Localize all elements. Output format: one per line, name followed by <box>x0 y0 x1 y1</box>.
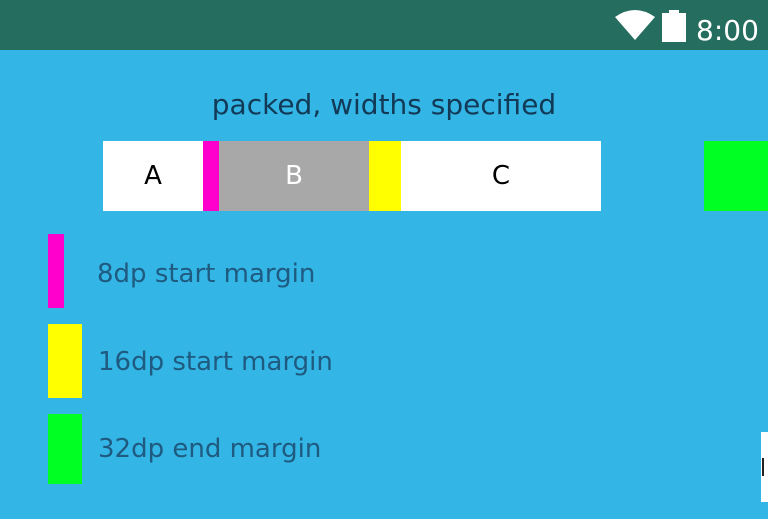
legend-label-32dp: 32dp end margin <box>98 434 322 464</box>
offscreen-card-mark <box>762 458 764 476</box>
legend-swatch-green <box>48 414 82 484</box>
legend-swatch-yellow <box>48 324 82 398</box>
end-margin-32dp <box>704 141 768 211</box>
start-margin-16dp <box>369 141 401 211</box>
page-title: packed, widths specified <box>211 88 557 121</box>
wifi-icon <box>615 10 655 40</box>
chain-box-a: A <box>103 141 203 211</box>
status-time: 8:00 <box>696 14 759 47</box>
chain-box-b: B <box>219 141 369 211</box>
legend-label-16dp: 16dp start margin <box>98 347 333 377</box>
start-margin-8dp <box>203 141 219 211</box>
battery-icon <box>662 10 686 42</box>
offscreen-card <box>761 432 768 502</box>
chain-box-c: C <box>401 141 601 211</box>
legend-swatch-magenta <box>48 234 64 308</box>
status-bar: 8:00 <box>0 0 768 50</box>
legend-label-8dp: 8dp start margin <box>97 259 316 289</box>
